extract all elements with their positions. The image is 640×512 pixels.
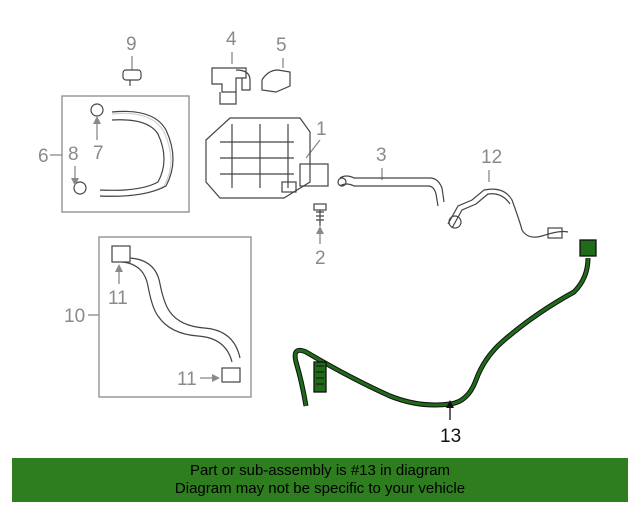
part-12-hose <box>447 188 569 239</box>
callout-11-bottom: 11 <box>177 369 197 390</box>
callout-3: 3 <box>376 145 387 166</box>
callout-7: 7 <box>93 143 104 164</box>
arrow-11-bottom <box>212 374 220 382</box>
assembly-box-10 <box>98 236 252 398</box>
banner-line-1: Part or sub-assembly is #13 in diagram <box>189 462 451 479</box>
arrow-8 <box>71 178 79 186</box>
part-2-bolt <box>313 203 327 226</box>
callout-4: 4 <box>226 29 237 50</box>
callout-11-top: 11 <box>108 288 128 309</box>
arrow-13 <box>446 400 454 408</box>
part-6-hose <box>73 103 174 197</box>
part-info-banner: Part or sub-assembly is #13 in diagram D… <box>12 458 628 502</box>
callout-12: 12 <box>481 147 502 168</box>
leader-1 <box>305 139 321 159</box>
callout-10: 10 <box>64 306 85 327</box>
part-10-hose <box>111 245 241 383</box>
banner-line-2: Diagram may not be specific to your vehi… <box>174 480 466 497</box>
part-3-pipe <box>337 175 445 207</box>
part-4-valve <box>211 67 251 105</box>
arrow-7 <box>93 116 101 124</box>
callout-13: 13 <box>440 426 461 447</box>
callout-6: 6 <box>38 146 49 167</box>
arrow-2 <box>316 226 324 234</box>
callout-9: 9 <box>126 34 137 55</box>
part-13-sensor-wire <box>292 239 597 408</box>
part-1-canister <box>205 117 329 199</box>
callout-8: 8 <box>68 144 79 165</box>
callout-5: 5 <box>276 35 287 56</box>
assembly-box-6 <box>61 95 190 213</box>
arrow-11-top <box>115 264 123 272</box>
callout-2: 2 <box>315 248 326 269</box>
callout-1: 1 <box>316 119 327 140</box>
part-9-clip <box>122 69 142 86</box>
part-5-bracket <box>261 69 291 93</box>
